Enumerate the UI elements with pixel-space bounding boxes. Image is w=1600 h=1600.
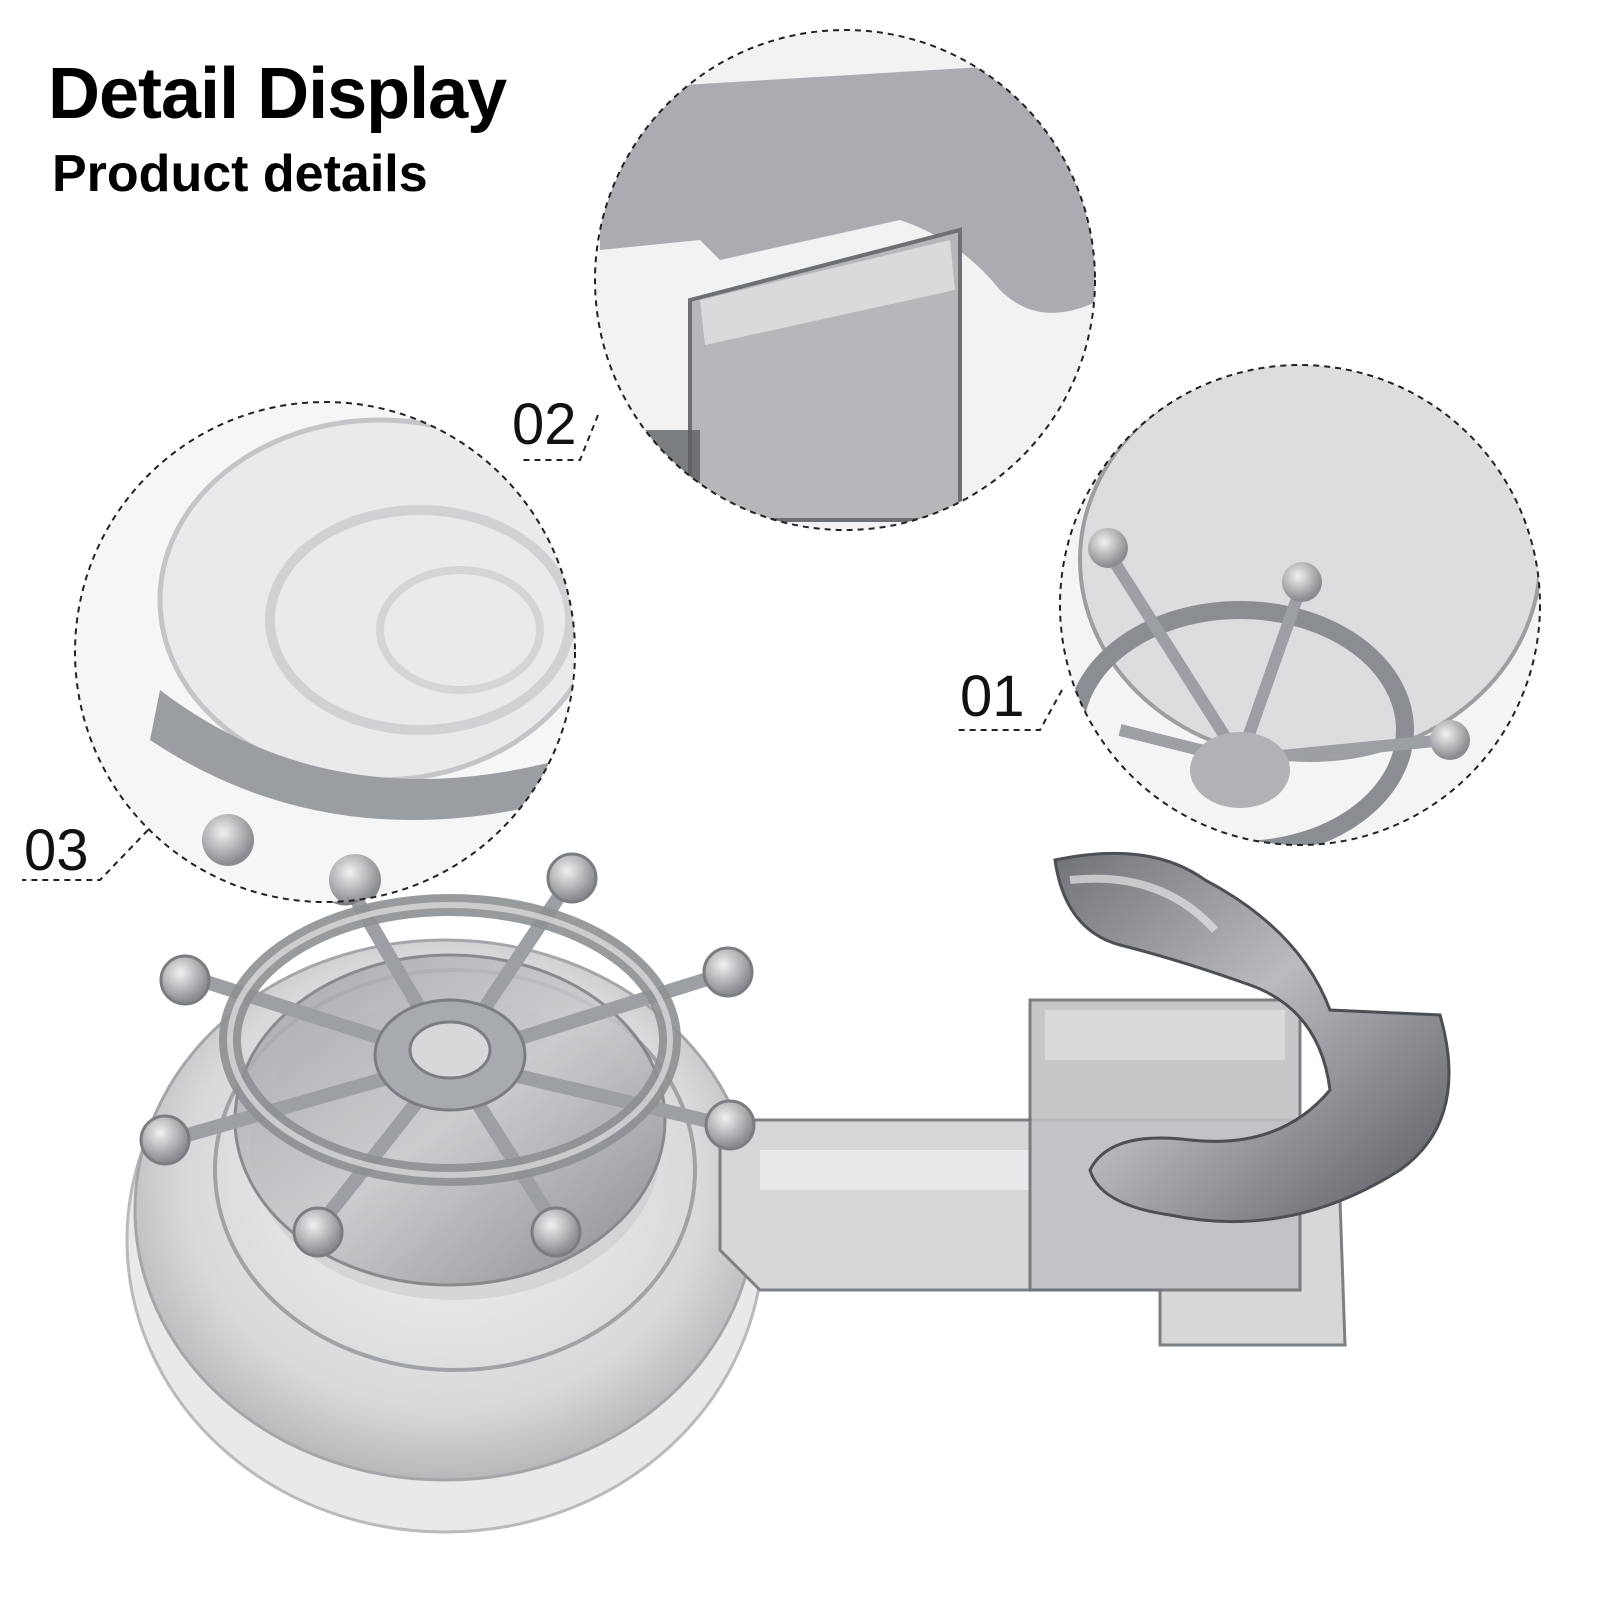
ship-wheel-knob <box>139 852 756 1287</box>
callout-label-03: 03 <box>24 818 89 883</box>
zoom-detail-02 <box>520 29 1096 531</box>
anchor-hook <box>1053 851 1451 1224</box>
callout-label-01: 01 <box>960 664 1025 729</box>
zoom-detail-01 <box>955 364 1541 846</box>
page-title: Detail Display <box>48 54 507 134</box>
zoom-detail-03 <box>22 401 576 903</box>
page-subtitle: Product details <box>52 145 428 203</box>
callout-label-02: 02 <box>512 392 577 457</box>
